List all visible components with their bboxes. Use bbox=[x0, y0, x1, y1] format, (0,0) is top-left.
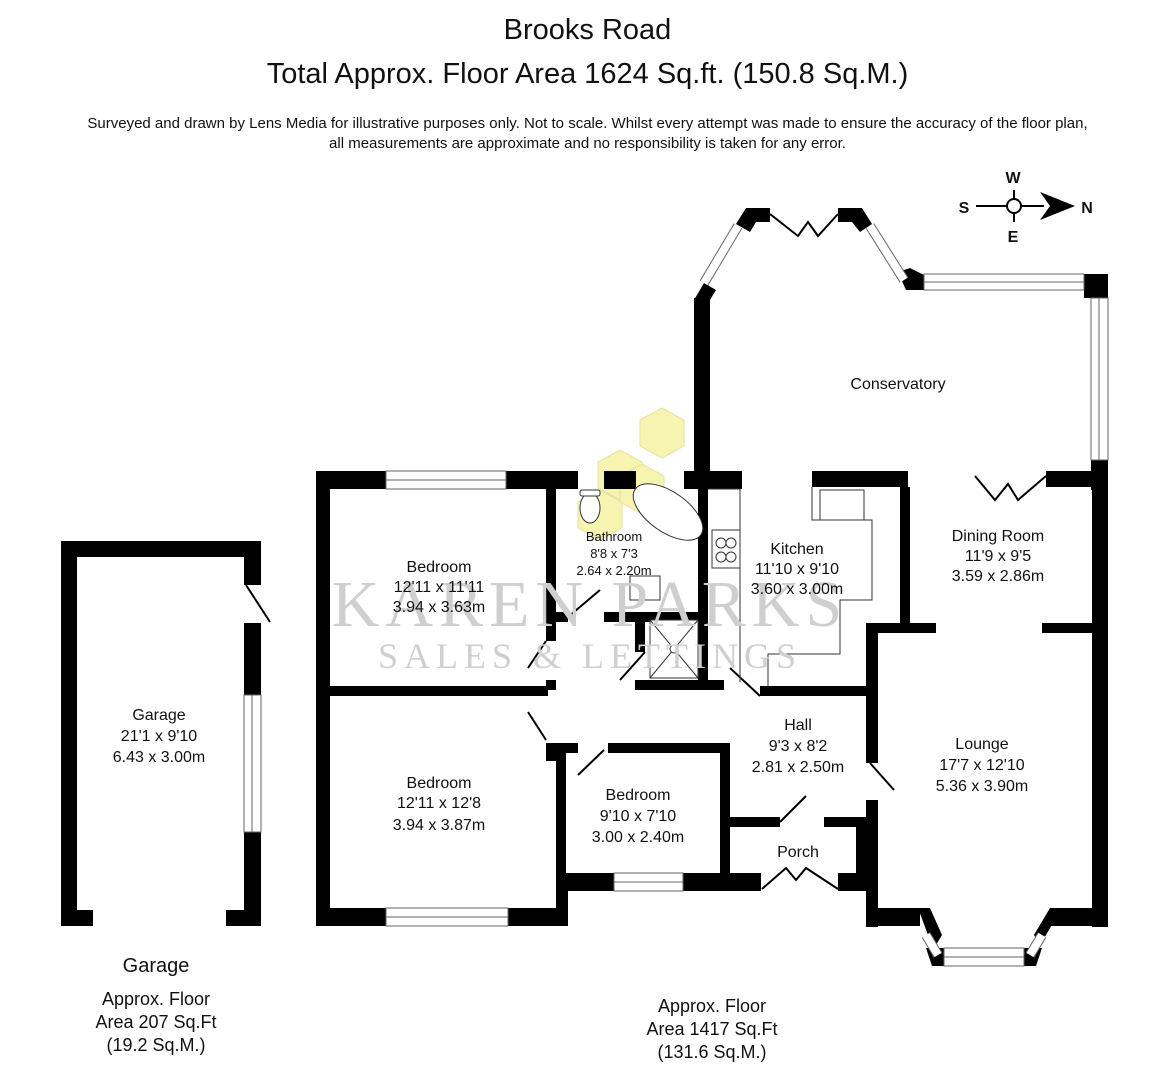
room-bedroom1-metric: 3.94 x 3.63m bbox=[393, 599, 486, 616]
disclaimer-line-2: all measurements are approximate and no … bbox=[329, 135, 846, 152]
toilet-icon bbox=[579, 492, 601, 524]
main-area-line3: (131.6 Sq.M.) bbox=[657, 1042, 767, 1062]
room-bedroom2-name: Bedroom bbox=[407, 775, 472, 792]
watermark-tagline: SALES & LETTINGS bbox=[378, 636, 802, 676]
compass-south: S bbox=[959, 200, 970, 217]
garage-area-summary: Garage Approx. Floor Area 207 Sq.Ft (19.… bbox=[76, 955, 236, 1057]
room-kitchen-name: Kitchen bbox=[770, 541, 823, 558]
room-bathroom-imperial: 8'8 x 7'3 bbox=[590, 546, 638, 561]
property-title: Brooks Road bbox=[503, 14, 672, 46]
room-bedroom2-imperial: 12'11 x 12'8 bbox=[397, 795, 481, 812]
doors bbox=[245, 213, 1047, 890]
walls bbox=[61, 208, 1108, 966]
windows bbox=[243, 223, 1109, 967]
room-lounge-name: Lounge bbox=[955, 736, 1008, 753]
basin-icon bbox=[629, 575, 661, 601]
compass-icon bbox=[976, 190, 1075, 222]
room-dining-metric: 3.59 x 2.86m bbox=[952, 568, 1045, 585]
compass-north: N bbox=[1081, 200, 1093, 217]
compass-west: W bbox=[1005, 170, 1021, 187]
room-hall-imperial: 9'3 x 8'2 bbox=[769, 738, 828, 755]
room-bedroom1-name: Bedroom bbox=[407, 559, 472, 576]
room-bedroom3-metric: 3.00 x 2.40m bbox=[592, 829, 685, 846]
room-lounge-metric: 5.36 x 3.90m bbox=[936, 778, 1029, 795]
fixtures bbox=[579, 483, 873, 686]
room-garage-name: Garage bbox=[132, 707, 185, 724]
disclaimer-line-1: Surveyed and drawn by Lens Media for ill… bbox=[87, 115, 1088, 132]
room-hall-name: Hall bbox=[784, 717, 812, 734]
main-area-line1: Approx. Floor bbox=[657, 996, 767, 1016]
garage-area-line3: (19.2 Sq.M.) bbox=[106, 1035, 206, 1055]
room-bathroom-metric: 2.64 x 2.20m bbox=[576, 563, 651, 578]
bath-icon bbox=[632, 483, 704, 541]
room-bedroom2-metric: 3.94 x 3.87m bbox=[393, 817, 486, 834]
garage-heading: Garage bbox=[122, 955, 190, 977]
garage-area-line1: Approx. Floor bbox=[101, 989, 211, 1009]
watermark-name: KAREN PARKS bbox=[332, 568, 849, 641]
sink-icon bbox=[819, 489, 865, 521]
hob-icon bbox=[711, 529, 741, 569]
disclaimer: Surveyed and drawn by Lens Media for ill… bbox=[0, 114, 1175, 154]
garage-area-line2: Area 207 Sq.Ft bbox=[95, 1012, 217, 1032]
main-area-line2: Area 1417 Sq.Ft bbox=[646, 1019, 778, 1039]
room-garage-imperial: 21'1 x 9'10 bbox=[121, 728, 197, 745]
room-bathroom-name: Bathroom bbox=[586, 529, 642, 544]
room-hall-metric: 2.81 x 2.50m bbox=[752, 759, 845, 776]
compass-east: E bbox=[1008, 229, 1019, 246]
room-lounge-imperial: 17'7 x 12'10 bbox=[939, 757, 1024, 774]
main-area-summary: Approx. Floor Area 1417 Sq.Ft (131.6 Sq.… bbox=[622, 995, 802, 1064]
room-dining-name: Dining Room bbox=[952, 528, 1044, 545]
room-dining-imperial: 11'9 x 9'5 bbox=[965, 548, 1031, 565]
room-garage-metric: 6.43 x 3.00m bbox=[113, 749, 206, 766]
room-kitchen-imperial: 11'10 x 9'10 bbox=[755, 561, 839, 578]
room-bedroom3-name: Bedroom bbox=[606, 787, 671, 804]
total-floor-area: Total Approx. Floor Area 1624 Sq.ft. (15… bbox=[266, 58, 909, 90]
room-bedroom1-imperial: 12'11 x 11'11 bbox=[394, 579, 485, 596]
room-kitchen-metric: 3.60 x 3.00m bbox=[751, 581, 844, 598]
room-porch-name: Porch bbox=[777, 844, 819, 861]
room-bedroom3-imperial: 9'10 x 7'10 bbox=[600, 808, 676, 825]
room-conservatory-name: Conservatory bbox=[850, 376, 945, 393]
